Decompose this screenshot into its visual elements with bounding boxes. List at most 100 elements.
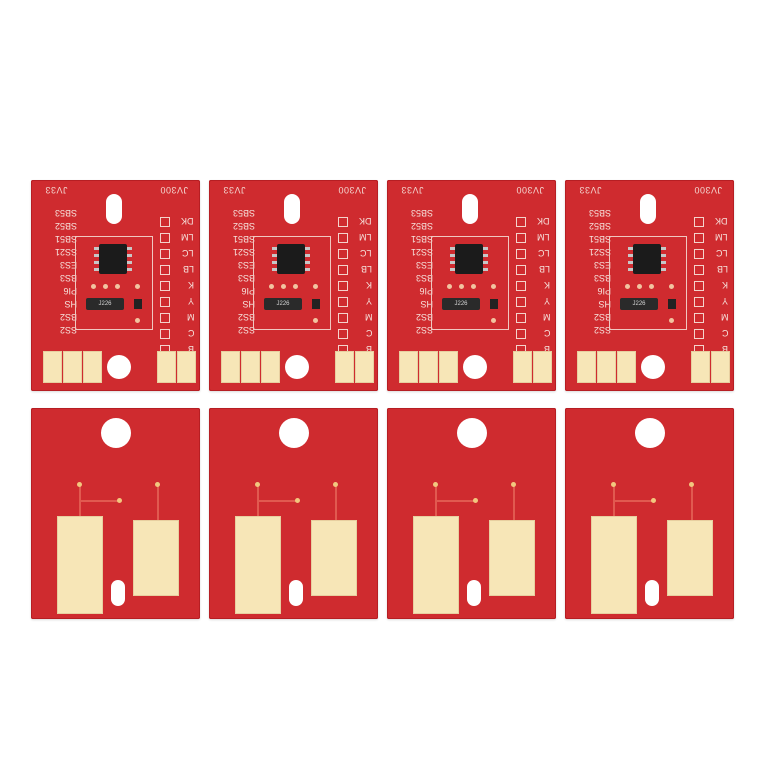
chip-pin bbox=[94, 247, 99, 250]
via bbox=[135, 318, 140, 323]
color-label: M bbox=[364, 312, 373, 322]
chip-pin bbox=[94, 254, 99, 257]
via bbox=[135, 284, 140, 289]
pin-label: SB52 bbox=[54, 221, 77, 231]
copper-trace bbox=[157, 486, 159, 520]
contact-pad bbox=[83, 351, 102, 383]
contact-pad bbox=[335, 351, 354, 383]
contact-pad bbox=[533, 351, 552, 383]
color-label: C bbox=[365, 328, 373, 338]
via bbox=[611, 482, 616, 487]
eeprom-chip bbox=[277, 244, 305, 274]
chip-pin bbox=[628, 261, 633, 264]
chip-pin bbox=[483, 247, 488, 250]
contact-pad bbox=[43, 351, 62, 383]
color-select-box bbox=[338, 329, 348, 339]
color-label: Y bbox=[187, 296, 194, 306]
mounting-hole bbox=[279, 418, 309, 448]
via bbox=[255, 482, 260, 487]
chip-pin bbox=[450, 261, 455, 264]
contact-pad-small bbox=[667, 520, 713, 596]
contact-pad-small bbox=[311, 520, 357, 596]
via bbox=[313, 318, 318, 323]
mounting-slot bbox=[462, 194, 478, 224]
smd-component: J226 bbox=[264, 298, 302, 310]
model-label-jv33: JV33 bbox=[401, 185, 424, 195]
chip-pin bbox=[305, 247, 310, 250]
pin-label: BS2 bbox=[237, 312, 255, 322]
pin-label: SS2 bbox=[237, 325, 255, 335]
via bbox=[295, 498, 300, 503]
contact-pad bbox=[261, 351, 280, 383]
pin-label: BS3 bbox=[237, 273, 255, 283]
smd-component: J226 bbox=[620, 298, 658, 310]
color-select-box bbox=[338, 249, 348, 259]
model-label-jv300: JV300 bbox=[515, 185, 544, 195]
chip-pin bbox=[628, 247, 633, 250]
model-label-jv300: JV300 bbox=[337, 185, 366, 195]
color-label: C bbox=[187, 328, 195, 338]
mounting-slot bbox=[284, 194, 300, 224]
via bbox=[333, 482, 338, 487]
via bbox=[637, 284, 642, 289]
mounting-slot bbox=[106, 194, 122, 224]
contact-pad bbox=[241, 351, 260, 383]
smd-diode bbox=[668, 299, 676, 309]
pin-label: PI6 bbox=[63, 286, 77, 296]
copper-trace bbox=[435, 500, 475, 502]
color-select-box bbox=[516, 265, 526, 275]
pin-label: SB52 bbox=[410, 221, 433, 231]
chip-pin bbox=[628, 254, 633, 257]
pin-label: SS2 bbox=[593, 325, 611, 335]
pin-label: BS3 bbox=[415, 273, 433, 283]
mounting-slot bbox=[640, 194, 656, 224]
pin-label: BS2 bbox=[593, 312, 611, 322]
chip-pin bbox=[483, 261, 488, 264]
color-label: LC bbox=[538, 248, 550, 258]
chip-pin bbox=[661, 254, 666, 257]
chip-board-back-3 bbox=[387, 408, 556, 619]
chip-pin bbox=[661, 268, 666, 271]
via bbox=[313, 284, 318, 289]
contact-pad bbox=[513, 351, 532, 383]
pin-label: SS21 bbox=[588, 247, 611, 257]
pin-label: PI6 bbox=[597, 286, 611, 296]
color-select-box bbox=[694, 265, 704, 275]
pin-label: ES3 bbox=[593, 260, 611, 270]
pin-label: BS2 bbox=[59, 312, 77, 322]
model-label-jv300: JV300 bbox=[159, 185, 188, 195]
chip-outline bbox=[253, 236, 331, 330]
smd-diode bbox=[134, 299, 142, 309]
copper-trace bbox=[79, 500, 119, 502]
pin-label: HS bbox=[420, 299, 433, 309]
eeprom-chip bbox=[99, 244, 127, 274]
mounting-hole bbox=[635, 418, 665, 448]
color-select-box bbox=[516, 281, 526, 291]
via bbox=[649, 284, 654, 289]
model-label-jv33: JV33 bbox=[579, 185, 602, 195]
chip-pin bbox=[450, 247, 455, 250]
via bbox=[689, 482, 694, 487]
via bbox=[491, 318, 496, 323]
pin-label: SS2 bbox=[59, 325, 77, 335]
copper-trace bbox=[691, 486, 693, 520]
pin-label: PI6 bbox=[241, 286, 255, 296]
contact-pad bbox=[157, 351, 176, 383]
color-label: LB bbox=[182, 264, 194, 274]
pin-label: SS21 bbox=[54, 247, 77, 257]
pin-label: HS bbox=[64, 299, 77, 309]
chip-pin bbox=[272, 247, 277, 250]
via bbox=[117, 498, 122, 503]
model-label-jv300: JV300 bbox=[693, 185, 722, 195]
via bbox=[511, 482, 516, 487]
pin-label: ES3 bbox=[59, 260, 77, 270]
color-select-box bbox=[516, 217, 526, 227]
via bbox=[293, 284, 298, 289]
pin-label: SB51 bbox=[232, 234, 255, 244]
